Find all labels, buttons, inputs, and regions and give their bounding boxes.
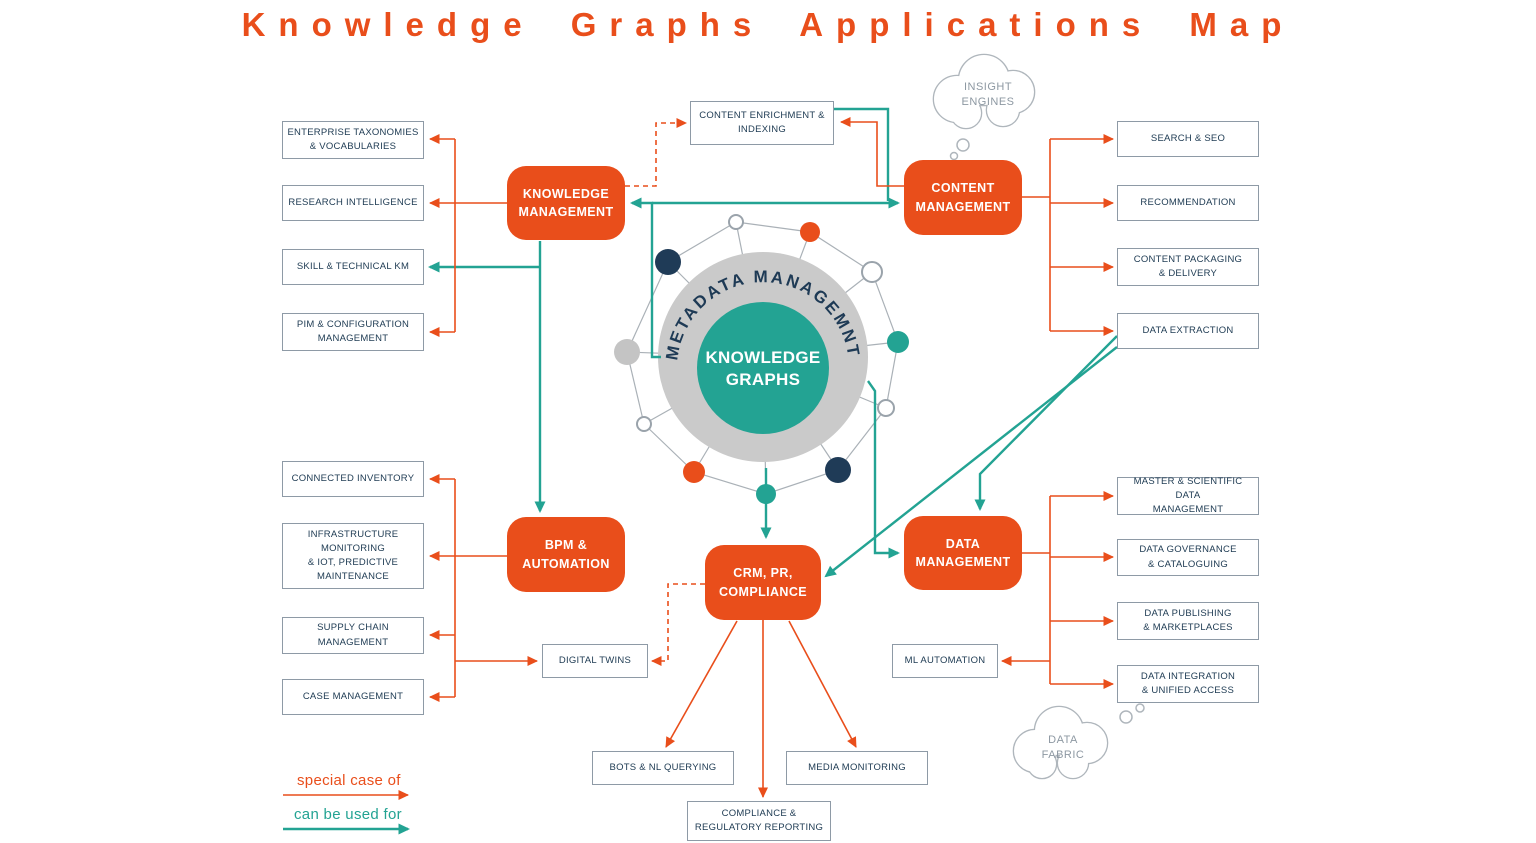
node-data-extraction: DATA EXTRACTION [1117,313,1259,349]
node-enterprise-taxonomies: ENTERPRISE TAXONOMIES & VOCABULARIES [282,121,424,159]
node-case-management: CASE MANAGEMENT [282,679,424,715]
node-content-enrichment: CONTENT ENRICHMENT & INDEXING [690,101,834,145]
node-bots-nl-querying: BOTS & NL QUERYING [592,751,734,785]
can-be-used-for-connectors [428,107,1118,578]
network-nodes [614,214,909,504]
legend-special-case-of: special case of [297,772,401,789]
legend-can-be-used-for: can be used for [294,806,402,823]
node-data-publishing: DATA PUBLISHING & MARKETPLACES [1117,602,1259,640]
data-fabric-label: DATA FABRIC [1041,734,1085,761]
node-infrastructure-monitoring: INFRASTRUCTURE MONITORING & IOT, PREDICT… [282,523,424,589]
page-title: Knowledge Graphs Applications Map [241,6,1295,43]
hub-crm-pr-compliance: CRM, PR, COMPLIANCE [705,545,821,620]
node-data-integration: DATA INTEGRATION & UNIFIED ACCESS [1117,665,1259,703]
special-case-of-connectors [283,117,1114,800]
insight-engines-cloud [932,53,1036,161]
node-recommendation: RECOMMENDATION [1117,185,1259,221]
node-ml-automation: ML AUTOMATION [892,644,998,678]
node-pim-configuration: PIM & CONFIGURATION MANAGEMENT [282,313,424,351]
node-content-packaging: CONTENT PACKAGING & DELIVERY [1117,248,1259,286]
node-skill-technical-km: SKILL & TECHNICAL KM [282,249,424,285]
node-research-intelligence: RESEARCH INTELLIGENCE [282,185,424,221]
knowledge-graphs-circle [697,302,829,434]
insight-engines-label: INSIGHT ENGINES [961,81,1015,108]
data-fabric-cloud [1012,703,1145,780]
node-search-seo: SEARCH & SEO [1117,121,1259,157]
hub-bpm-automation: BPM & AUTOMATION [507,517,625,592]
node-media-monitoring: MEDIA MONITORING [786,751,928,785]
hub-knowledge-management: KNOWLEDGE MANAGEMENT [507,166,625,240]
node-connected-inventory: CONNECTED INVENTORY [282,461,424,497]
hub-content-management: CONTENT MANAGEMENT [904,160,1022,235]
node-master-scientific-data: MASTER & SCIENTIFIC DATA MANAGEMENT [1117,476,1259,515]
node-supply-chain: SUPPLY CHAIN MANAGEMENT [282,617,424,654]
knowledge-graphs-label: KNOWLEDGE GRAPHS [705,348,821,390]
node-digital-twins: DIGITAL TWINS [542,644,648,678]
node-compliance-reporting: COMPLIANCE & REGULATORY REPORTING [687,801,831,841]
hub-data-management: DATA MANAGEMENT [904,516,1022,590]
node-data-governance: DATA GOVERNANCE & CATALOGUING [1117,539,1259,576]
network-ring [626,221,899,495]
